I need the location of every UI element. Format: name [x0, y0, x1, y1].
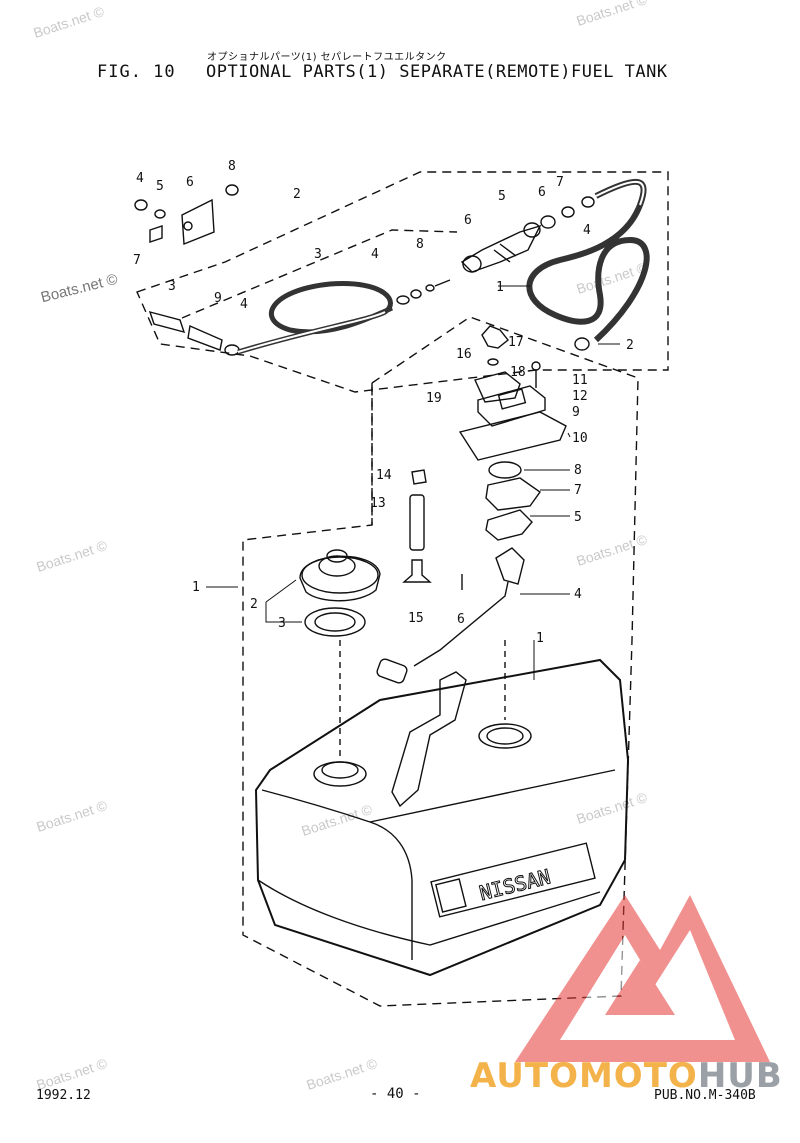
- japanese-title: オプショナルパーツ(1) セパレートフユエルタンク: [207, 52, 447, 63]
- callout-label: 18: [510, 365, 526, 380]
- callout-label: 7: [574, 483, 582, 498]
- callout-label: 7: [133, 253, 141, 268]
- callout-label: 5: [574, 510, 582, 525]
- callout-label: 2: [293, 187, 301, 202]
- callout-label: 19: [426, 391, 442, 406]
- callout-label: 3: [278, 616, 286, 631]
- callout-label: 4: [240, 297, 248, 312]
- callout-label: 1: [496, 280, 504, 295]
- automotohub-brand-text: AUTOMOTOHUB: [470, 1056, 783, 1096]
- figure-title: OPTIONAL PARTS(1) SEPARATE(REMOTE)FUEL T…: [206, 62, 668, 82]
- callout-label: 1: [192, 580, 200, 595]
- callout-label: 7: [556, 175, 564, 190]
- callout-label: 16: [456, 347, 472, 362]
- callout-label: 6: [457, 612, 465, 627]
- callout-label: 14: [376, 468, 392, 483]
- callout-label: 12: [572, 389, 588, 404]
- automotohub-logo-icon: [515, 895, 770, 1062]
- callout-label: 4: [136, 171, 144, 186]
- callout-label: 8: [228, 159, 236, 174]
- callout-label: 6: [538, 185, 546, 200]
- callout-label: 3: [168, 279, 176, 294]
- callout-label: 8: [416, 237, 424, 252]
- callout-label: 5: [156, 179, 164, 194]
- callout-label: 8: [574, 463, 582, 478]
- callout-label: 15: [408, 611, 424, 626]
- callout-label: 4: [371, 247, 379, 262]
- callout-label: 9: [214, 291, 222, 306]
- footer-publication-number: PUB.NO.M-340B: [654, 1088, 756, 1103]
- callout-label: 4: [583, 223, 591, 238]
- callout-label: 10: [572, 431, 588, 446]
- callout-label: 2: [250, 597, 258, 612]
- callout-label: 4: [574, 587, 582, 602]
- brand-part-orange: AUTOMOTO: [470, 1056, 698, 1096]
- footer-date: 1992.12: [36, 1088, 91, 1103]
- callout-label: 9: [572, 405, 580, 420]
- figure-number: FIG. 10: [97, 62, 176, 82]
- tank-logo-text: NISSAN: [477, 864, 553, 905]
- callout-label: 3: [314, 247, 322, 262]
- callout-label: 11: [572, 373, 588, 388]
- callout-label: 5: [498, 189, 506, 204]
- callout-label: 13: [370, 496, 386, 511]
- brand-part-gray: HUB: [697, 1056, 783, 1096]
- callout-label: 6: [186, 175, 194, 190]
- footer-page-number: - 40 -: [370, 1086, 421, 1102]
- callout-label: 6: [464, 213, 472, 228]
- callout-label: 1: [536, 631, 544, 646]
- callout-label: 17: [508, 335, 524, 350]
- callout-label: 2: [626, 338, 634, 353]
